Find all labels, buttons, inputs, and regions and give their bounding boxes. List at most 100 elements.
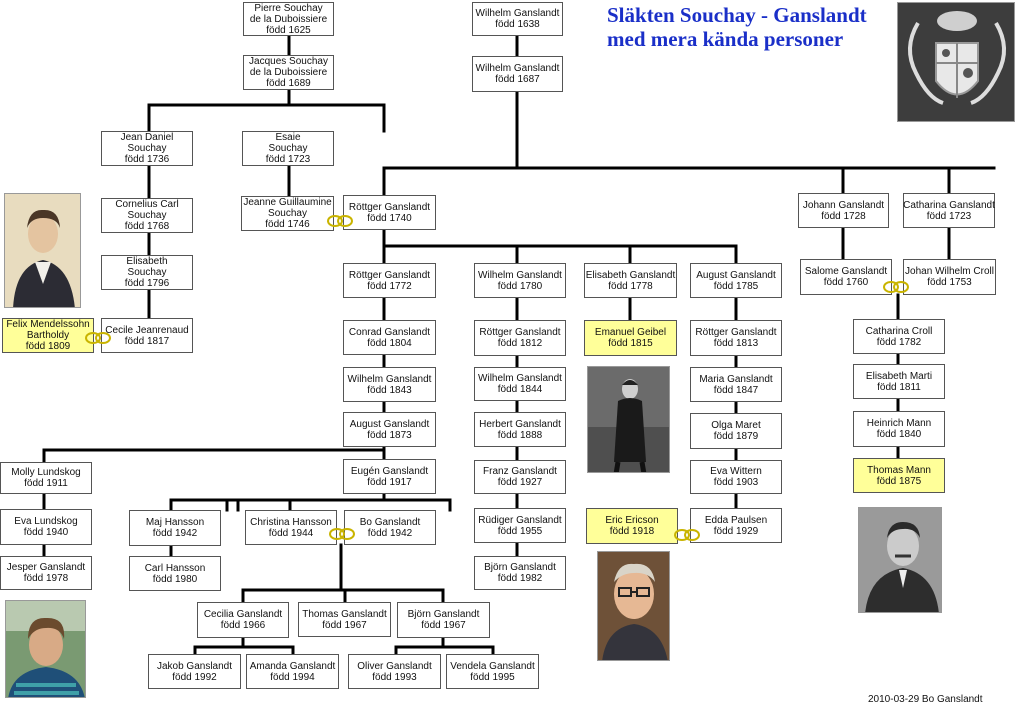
person-eric-ericson[interactable]: Eric Ericson född 1918 (586, 508, 678, 544)
person-line: född 1927 (497, 477, 543, 488)
person-rudiger-ganslandt[interactable]: Rüdiger Ganslandt född 1955 (474, 508, 566, 543)
person-johan-wilhelm-croll[interactable]: Johan Wilhelm Croll född 1753 (903, 259, 996, 295)
person-cecile-jeanrenaud[interactable]: Cecile Jeanrenaud född 1817 (101, 318, 193, 353)
person-maria-ganslandt[interactable]: Maria Ganslandt född 1847 (690, 367, 782, 402)
person-line: född 1753 (927, 277, 972, 288)
person-line: född 1879 (713, 431, 759, 442)
person-rottger-ganslandt-1812[interactable]: Röttger Ganslandt född 1812 (474, 320, 566, 356)
person-line: Salome Ganslandt (804, 266, 888, 277)
person-thomas-ganslandt[interactable]: Thomas Ganslandt född 1967 (298, 602, 391, 637)
person-rottger-ganslandt-1740[interactable]: Röttger Ganslandt född 1740 (343, 195, 436, 230)
person-vendela-ganslandt[interactable]: Vendela Ganslandt född 1995 (446, 654, 539, 689)
person-line: född 1982 (497, 573, 543, 584)
person-eva-wittern[interactable]: Eva Wittern född 1903 (690, 460, 782, 494)
person-line: Elisabeth Marti (865, 370, 933, 382)
person-franz-ganslandt[interactable]: Franz Ganslandt född 1927 (474, 460, 566, 494)
person-line: Johann Ganslandt (802, 199, 885, 211)
person-thomas-mann[interactable]: Thomas Mann född 1875 (853, 458, 945, 493)
person-pierre-souchay[interactable]: Pierre Souchay de la Duboissiere född 16… (243, 2, 334, 36)
person-elisabeth-marti[interactable]: Elisabeth Marti född 1811 (853, 364, 945, 399)
person-line: Elisabeth Ganslandt (585, 269, 676, 281)
person-wilhelm-ganslandt-1687[interactable]: Wilhelm Ganslandt född 1687 (472, 56, 563, 92)
person-line: Jeanne Guillaumine (243, 197, 332, 208)
person-cornelius-carl-souchay[interactable]: Cornelius Carl Souchay född 1768 (101, 198, 193, 233)
person-line: född 1917 (367, 476, 412, 488)
person-wilhelm-ganslandt-1844[interactable]: Wilhelm Ganslandt född 1844 (474, 367, 566, 401)
person-salome-ganslandt[interactable]: Salome Ganslandt född 1760 (800, 259, 892, 295)
person-line: född 1843 (367, 384, 412, 396)
person-line: Maj Hansson (145, 517, 205, 528)
person-line: Cornelius Carl (115, 199, 179, 210)
person-line: född 1929 (713, 525, 759, 537)
person-catharina-ganslandt[interactable]: Catharina Ganslandt född 1723 (903, 193, 995, 228)
person-johann-ganslandt[interactable]: Johann Ganslandt född 1728 (798, 193, 889, 228)
person-line: född 1813 (713, 338, 759, 349)
person-august-ganslandt-1785[interactable]: August Ganslandt född 1785 (690, 263, 782, 298)
person-carl-hansson[interactable]: Carl Hansson född 1980 (129, 556, 221, 591)
person-line: född 1993 (372, 671, 417, 683)
person-august-ganslandt-1873[interactable]: August Ganslandt född 1873 (343, 412, 436, 447)
person-catharina-croll[interactable]: Catharina Croll född 1782 (853, 319, 945, 354)
person-line: Röttger Ganslandt (348, 269, 431, 281)
person-line: Souchay (127, 143, 167, 154)
person-elisabeth-ganslandt-1778[interactable]: Elisabeth Ganslandt född 1778 (584, 263, 677, 298)
person-line: född 1809 (25, 341, 71, 352)
person-rottger-ganslandt-1813[interactable]: Röttger Ganslandt född 1813 (690, 320, 782, 356)
person-line: född 1918 (609, 526, 655, 537)
person-wilhelm-ganslandt-1843[interactable]: Wilhelm Ganslandt född 1843 (343, 367, 436, 402)
person-maj-hansson[interactable]: Maj Hansson född 1942 (129, 510, 221, 546)
person-jeanne-guillaumine-souchay[interactable]: Jeanne Guillaumine Souchay född 1746 (241, 196, 334, 231)
person-line: född 1967 (421, 620, 466, 631)
person-bjorn-ganslandt-1982[interactable]: Björn Ganslandt född 1982 (474, 556, 566, 590)
person-amanda-ganslandt[interactable]: Amanda Ganslandt född 1994 (246, 654, 339, 689)
person-line: Björn Ganslandt (407, 609, 480, 620)
person-line: Johan Wilhelm Croll (905, 266, 994, 277)
person-wilhelm-ganslandt-1780[interactable]: Wilhelm Ganslandt född 1780 (474, 263, 566, 298)
person-emanuel-geibel[interactable]: Emanuel Geibel född 1815 (584, 320, 677, 356)
person-jakob-ganslandt[interactable]: Jakob Ganslandt född 1992 (148, 654, 241, 689)
person-line: Souchay (268, 143, 308, 154)
person-olga-maret[interactable]: Olga Maret född 1879 (690, 413, 782, 449)
person-herbert-ganslandt[interactable]: Herbert Ganslandt född 1888 (474, 412, 566, 447)
person-wilhelm-ganslandt-1638[interactable]: Wilhelm Ganslandt född 1638 (472, 2, 563, 36)
person-line: Thomas Ganslandt (302, 608, 387, 620)
person-rottger-ganslandt-1772[interactable]: Röttger Ganslandt född 1772 (343, 263, 436, 298)
person-cecilia-ganslandt[interactable]: Cecilia Ganslandt född 1966 (197, 602, 289, 638)
eric-ericson-portrait (597, 551, 670, 661)
person-heinrich-mann[interactable]: Heinrich Mann född 1840 (853, 411, 945, 447)
person-line: född 1625 (266, 24, 311, 36)
person-eugen-ganslandt[interactable]: Eugén Ganslandt född 1917 (343, 459, 436, 494)
person-line: född 1942 (367, 527, 413, 539)
person-line: född 1992 (172, 671, 217, 683)
person-jacques-souchay[interactable]: Jacques Souchay de la Duboissiere född 1… (243, 55, 334, 90)
person-felix-mendelssohn-bartholdy[interactable]: Felix Mendelssohn Bartholdy född 1809 (2, 318, 94, 353)
coat-of-arms-icon (898, 3, 1014, 121)
person-line: Elisabeth (126, 256, 168, 267)
person-line: de la Duboissiere (249, 13, 328, 25)
person-molly-lundskog[interactable]: Molly Lundskog född 1911 (0, 462, 92, 494)
person-elisabeth-souchay[interactable]: Elisabeth Souchay född 1796 (101, 255, 193, 290)
person-line: Eva Lundskog (14, 516, 78, 527)
person-line: Eugén Ganslandt (350, 465, 429, 477)
person-bjorn-ganslandt-1967[interactable]: Björn Ganslandt född 1967 (397, 602, 490, 638)
person-conrad-ganslandt[interactable]: Conrad Ganslandt född 1804 (343, 320, 436, 355)
person-jean-daniel-souchay[interactable]: Jean Daniel Souchay född 1736 (101, 131, 193, 166)
person-eva-lundskog[interactable]: Eva Lundskog född 1940 (0, 509, 92, 545)
person-line: Wilhelm Ganslandt (478, 269, 562, 281)
person-line: Pierre Souchay (254, 2, 323, 14)
person-line: Olga Maret (711, 420, 761, 431)
person-line: född 1746 (265, 219, 310, 230)
person-line: född 1638 (495, 19, 540, 30)
person-christina-hansson[interactable]: Christina Hansson född 1944 (245, 510, 337, 545)
person-bo-ganslandt[interactable]: Bo Ganslandt född 1942 (344, 510, 436, 545)
person-edda-paulsen[interactable]: Edda Paulsen född 1929 (690, 508, 782, 543)
person-jesper-ganslandt[interactable]: Jesper Ganslandt född 1978 (0, 556, 92, 590)
person-oliver-ganslandt[interactable]: Oliver Ganslandt född 1993 (348, 654, 441, 689)
person-line: född 1772 (367, 280, 412, 292)
portrait-icon (588, 367, 669, 472)
person-line: Wilhelm Ganslandt (478, 373, 562, 384)
person-line: född 1940 (23, 527, 69, 538)
person-esaie-souchay[interactable]: Esaie Souchay född 1723 (242, 131, 334, 166)
person-line: August Ganslandt (696, 269, 776, 281)
